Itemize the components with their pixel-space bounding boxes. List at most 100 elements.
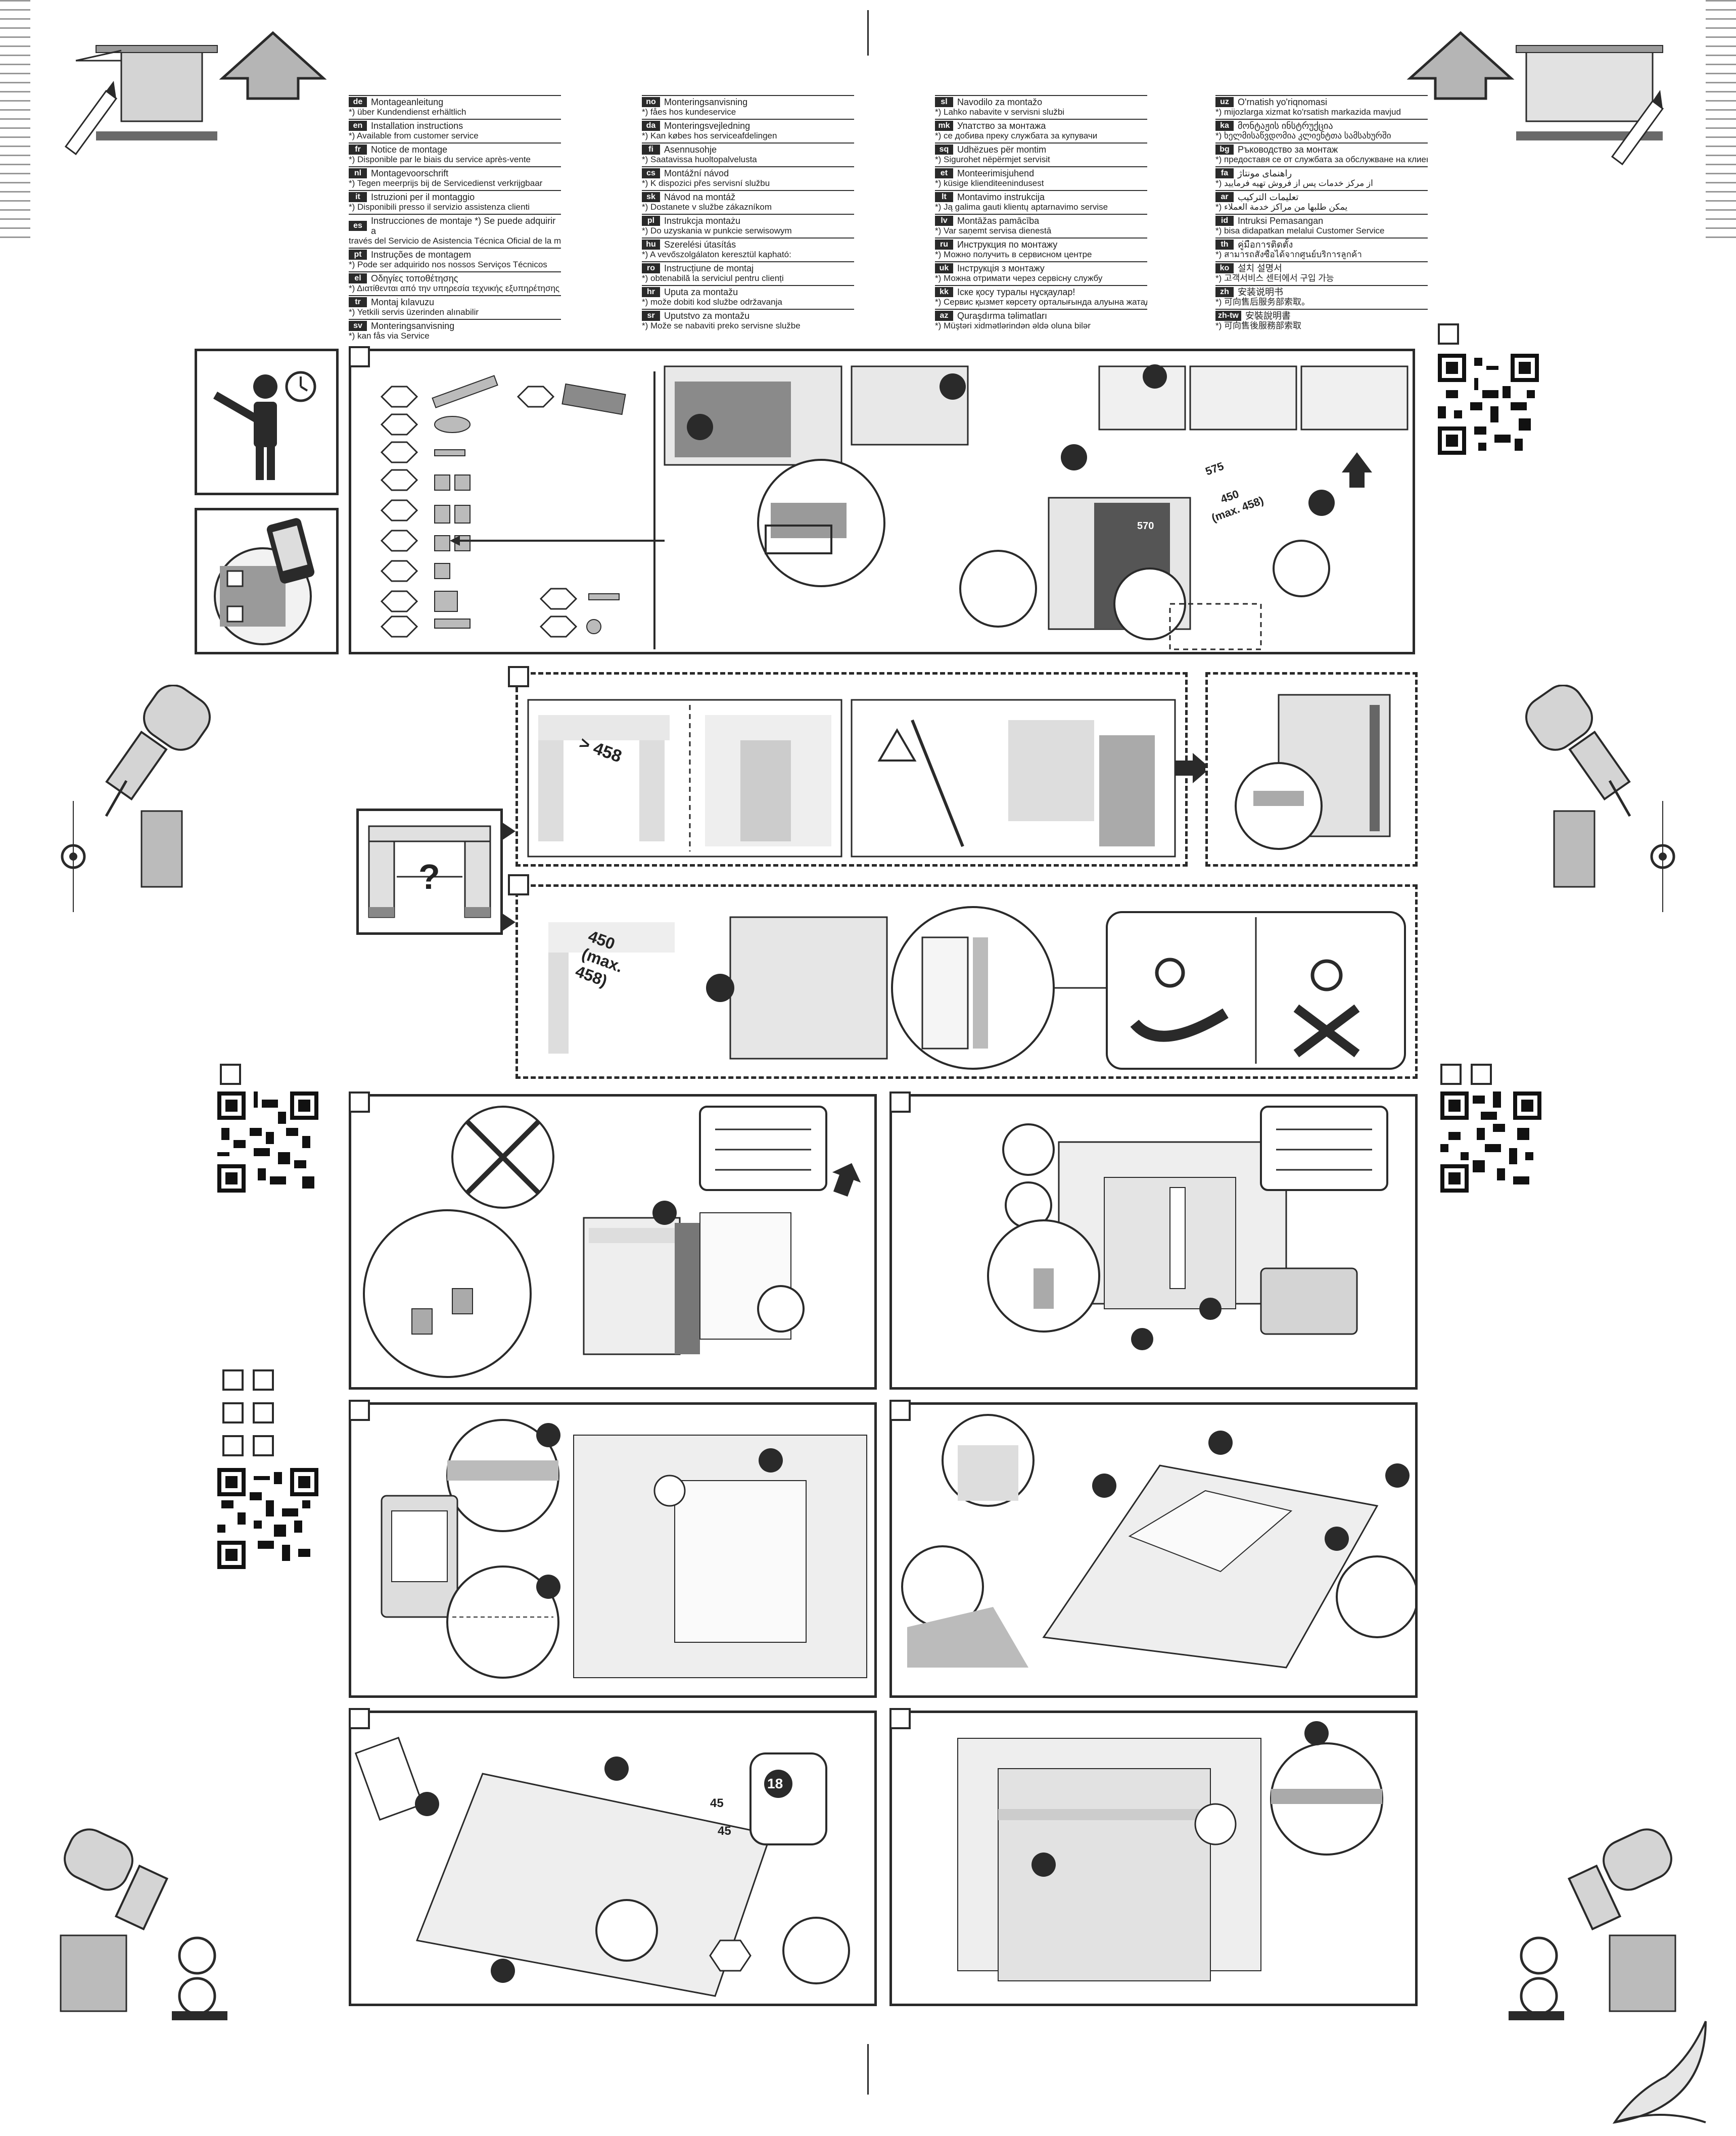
angle-45-label: 45: [710, 1796, 724, 1810]
door-drilling-panel: [889, 1402, 1418, 1698]
right-ruler: [1706, 0, 1736, 243]
side-panel-fixing-panel: [1205, 672, 1418, 867]
step-number-box: [1440, 1064, 1462, 1085]
step-18-label: 18: [767, 1776, 783, 1791]
door-template-illustration: [381, 1419, 867, 1679]
fixing-illustration: [1235, 694, 1391, 850]
crop-mark-bottom: [867, 2044, 869, 2095]
dim-550-label: 550: [1137, 591, 1154, 602]
qr-code: [1438, 354, 1539, 455]
wide-niche-illustration: [527, 699, 1176, 858]
drill-icon: [61, 685, 211, 912]
dim-570-label: 570: [1137, 520, 1154, 532]
parts-panel: 575 450 (max. 458) 570 550: [349, 349, 1415, 654]
step-number-box: [253, 1402, 274, 1423]
insert-appliance-illustration: [363, 1106, 861, 1378]
hinge-mounting-panel: 45 45 18: [349, 1711, 877, 2006]
drill-anchor-icon: [60, 1828, 227, 2020]
standard-niche-panel: 450 (max. 458): [515, 884, 1418, 1079]
step-number-box: [349, 1091, 370, 1113]
insert-appliance-panel: [349, 1094, 877, 1390]
step-number-box: [220, 1064, 241, 1085]
installer-pictogram: [195, 349, 339, 495]
app-scan-pictogram: [195, 508, 339, 654]
step-number-box: [349, 1400, 370, 1421]
qr-code: [217, 1091, 318, 1193]
qr-code-graphic: [217, 1091, 318, 1193]
crop-mark-top: [867, 10, 869, 56]
person-wrench-icon: [213, 371, 316, 480]
qr-code-graphic: [217, 1468, 318, 1569]
step-number-box: [253, 1369, 274, 1391]
step-number-box: [253, 1435, 274, 1456]
step-number-box: [889, 1091, 911, 1113]
step-number-box: [889, 1400, 911, 1421]
niche-width-check-panel: ?: [356, 809, 503, 935]
qr-code: [1440, 1091, 1541, 1193]
drill-anchor-icon: [1509, 1828, 1676, 2020]
door-template-panel: [349, 1402, 877, 1698]
right-arrow-icon: [1175, 753, 1210, 783]
door-drilling-illustration: [901, 1414, 1415, 1669]
qr-code-graphic: [1440, 1091, 1541, 1193]
standard-niche-illustration: [548, 906, 1406, 1070]
step-number-box: [222, 1435, 244, 1456]
top-right-cabinet-pencil-icon: [1516, 45, 1664, 166]
phone-scan-icon: [214, 518, 315, 645]
right-arrow-icon: [500, 821, 515, 841]
qr-code: [217, 1468, 318, 1569]
niche-icon: [368, 825, 491, 918]
step-number-box: [222, 1402, 244, 1423]
step-number-box: [349, 346, 370, 367]
step-number-box: [508, 666, 529, 687]
wide-niche-panel: > 458: [515, 672, 1188, 867]
step-number-box: [349, 1708, 370, 1729]
page-curl-icon: [1612, 2021, 1707, 2124]
question-mark: ?: [418, 857, 440, 896]
top-left-cabinet-pencil-icon: [64, 45, 218, 156]
height-adjust-illustration: [987, 1106, 1388, 1350]
step-number-box: [889, 1708, 911, 1729]
parts-illustration: [380, 364, 1409, 650]
right-arrow-icon: [500, 912, 515, 932]
up-arrow-icon: [219, 31, 327, 100]
